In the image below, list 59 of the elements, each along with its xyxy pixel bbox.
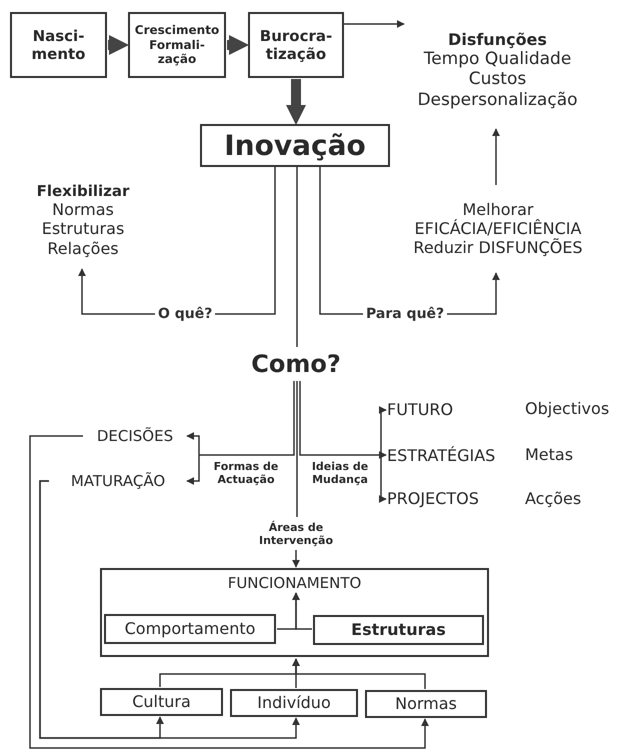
arrow (286, 79, 306, 125)
arrow (29, 435, 429, 749)
arrow (378, 406, 387, 455)
edge-label: O quê? (155, 306, 216, 322)
arrow (227, 35, 249, 55)
process-box (365, 690, 487, 718)
list-text: Normas Estruturas Relações (40, 200, 126, 258)
arrow (292, 658, 426, 689)
node-label: ESTRATÉGIAS (387, 446, 496, 466)
node-label: Nasci-mento (30, 27, 86, 63)
process-box (10, 12, 107, 78)
edge-label: Para quê? (363, 306, 448, 322)
process-box (313, 615, 484, 645)
list-text: Tempo Qualidade Custos Despersonalização (416, 49, 579, 110)
arrow (378, 451, 387, 459)
node-label: Crescimento Formali-zação (134, 23, 220, 67)
process-box (128, 12, 226, 78)
node-label: MATURAÇÃO (70, 472, 166, 490)
connector-line (299, 381, 381, 456)
arrow (378, 455, 387, 503)
arrow (344, 20, 405, 28)
node-label: Inovação (224, 128, 366, 162)
node-label: Formas de Actuação (212, 460, 280, 486)
node-label: FUNCIONAMENTO (228, 574, 362, 592)
node-label: Estruturas (351, 620, 446, 640)
heading-text: Melhorar EFICÁCIA/EFICIÊNCIA (414, 200, 582, 238)
heading-text: Flexibilizar (36, 182, 130, 200)
process-box (104, 614, 276, 644)
process-box (100, 688, 223, 716)
node-label: Burocra-tização (258, 27, 334, 63)
process-box (248, 12, 344, 78)
list-text: Reduzir DISFUNÇÕES (413, 238, 583, 258)
column-text: Objectivos (525, 399, 610, 418)
connector-line (296, 167, 298, 347)
node-label: PROJECTOS (387, 489, 479, 509)
node-label: Como? (251, 350, 341, 378)
node-label: Normas (395, 694, 457, 714)
node-label: FUTURO (387, 400, 454, 420)
node-label: DECISÕES (96, 427, 174, 445)
process-box (200, 124, 390, 167)
container-box (100, 568, 489, 657)
arrow (108, 35, 129, 55)
node-label: Cultura (132, 692, 191, 712)
node-label: Ideias de Mudança (310, 460, 370, 486)
heading-text: Disfunções (448, 30, 547, 49)
connector-line (199, 381, 295, 456)
connector-line (296, 381, 298, 517)
column-text: Acções (525, 489, 582, 508)
column-text: Metas (525, 445, 574, 464)
arrow (292, 592, 312, 630)
node-label: Indivíduo (257, 693, 331, 713)
node-label: Comportamento (124, 619, 256, 639)
arrow (292, 550, 300, 568)
arrow (186, 455, 200, 485)
arrow (186, 432, 200, 455)
arrow (39, 480, 300, 739)
process-box (230, 689, 358, 717)
arrow (492, 128, 500, 185)
node-label: Áreas de Intervenção (258, 520, 334, 548)
